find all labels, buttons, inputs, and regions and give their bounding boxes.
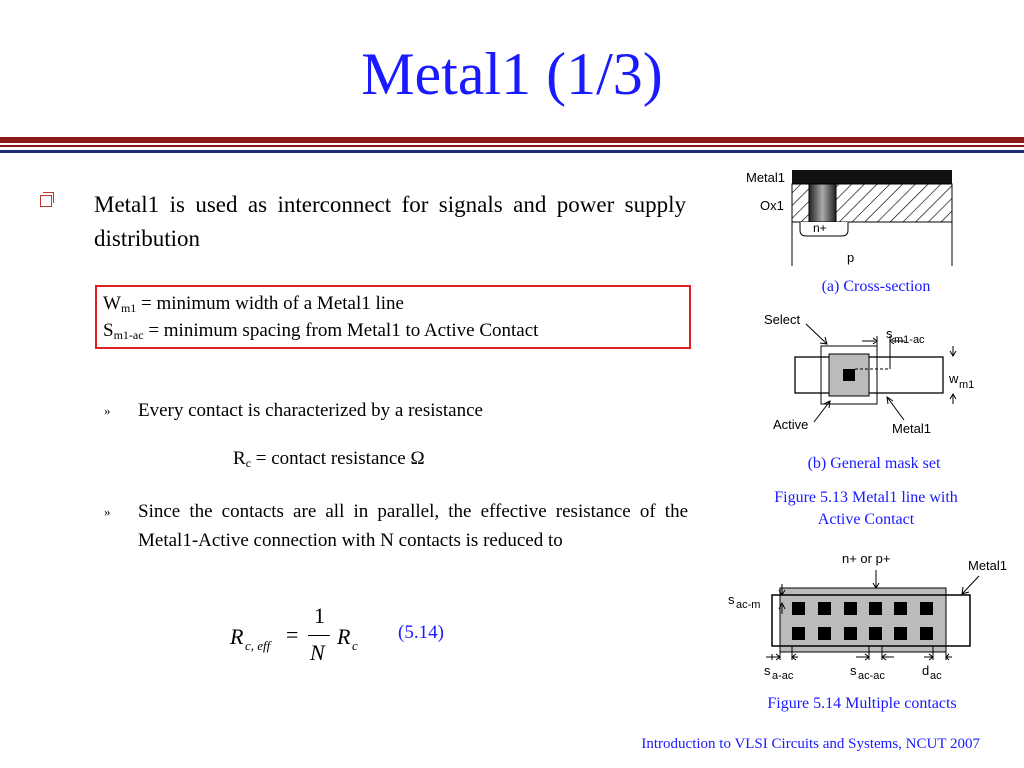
svg-text:ac: ac	[930, 670, 942, 682]
svg-text:ac-m: ac-m	[736, 599, 760, 611]
svg-text:n+: n+	[813, 221, 827, 235]
multiple-contacts-figure: n+ or p+ Metal1 s ac-m s a-ac s ac-ac d …	[728, 551, 1007, 682]
sub-item-contact-resistance: » Every contact is characterized by a re…	[104, 396, 688, 425]
title-rule-thick	[0, 137, 1024, 143]
svg-text:Select: Select	[764, 312, 801, 327]
fraction-numerator: 1	[314, 603, 325, 628]
svg-text:m1: m1	[959, 379, 974, 391]
svg-text:p: p	[847, 250, 854, 265]
caption-cross-section: (a) Cross-section	[821, 278, 931, 295]
sub-item-parallel-contacts: » Since the contacts are all in parallel…	[104, 497, 688, 555]
contact-plug	[808, 183, 837, 223]
svg-text:a-ac: a-ac	[772, 670, 794, 682]
main-bullet-text: Metal1 is used as interconnect for signa…	[94, 192, 686, 251]
svg-text:s: s	[728, 592, 735, 607]
svg-text:Ox1: Ox1	[760, 198, 784, 213]
raquo-icon: »	[104, 403, 111, 418]
svg-text:s: s	[850, 663, 857, 678]
fraction-denominator: N	[310, 640, 325, 665]
caption-mask-set: (b) General mask set	[807, 455, 941, 472]
rc-definition: Rc = contact resistance Ω	[233, 448, 425, 470]
slide-title: Metal1 (1/3)	[361, 41, 663, 107]
title-rule-thin	[0, 145, 1024, 147]
definition-wm1: Wm1 = minimum width of a Metal1 line	[103, 293, 404, 315]
main-bullet: Metal1 is used as interconnect for signa…	[40, 188, 686, 256]
caption-figure-5-14: Figure 5.14 Multiple contacts	[767, 695, 957, 712]
metal1-layer	[792, 170, 952, 184]
svg-text:Active: Active	[773, 417, 808, 432]
equation-number: (5.14)	[398, 622, 444, 643]
bullet-box-icon	[40, 192, 54, 207]
svg-text:m1-ac: m1-ac	[894, 334, 925, 346]
svg-text:n+ or p+: n+ or p+	[842, 551, 890, 566]
equation-5-14: R c, eff = 1 N R c	[230, 603, 358, 665]
svg-text:d: d	[922, 663, 929, 678]
active-region	[779, 587, 947, 653]
svg-text:s: s	[886, 326, 893, 341]
contact-square	[843, 369, 855, 381]
svg-text:Metal1: Metal1	[968, 558, 1007, 573]
select-mask	[820, 345, 878, 405]
contact-array	[792, 602, 933, 640]
fraction-bar	[308, 635, 330, 636]
definition-box: Wm1 = minimum width of a Metal1 line Sm1…	[95, 285, 691, 349]
nplus-region	[799, 222, 849, 237]
raquo-icon: »	[104, 504, 111, 519]
title-rule-blue	[0, 150, 1024, 153]
svg-text:ac-ac: ac-ac	[858, 670, 885, 682]
svg-text:s: s	[764, 663, 771, 678]
caption-figure-5-13: Figure 5.13 Metal1 line with Active Cont…	[774, 489, 958, 528]
footer-text: Introduction to VLSI Circuits and System…	[641, 736, 980, 752]
svg-text:w: w	[948, 371, 959, 386]
svg-text:Metal1: Metal1	[746, 170, 785, 185]
cross-section-figure: Metal1 Ox1 n+ p	[746, 170, 953, 266]
metal1-strip	[771, 594, 971, 647]
svg-text:Metal1: Metal1	[892, 421, 931, 436]
mask-set-figure: Select s m1-ac w m1 Active Metal1	[764, 312, 974, 436]
definition-sm1ac: Sm1-ac = minimum spacing from Metal1 to …	[103, 320, 539, 342]
